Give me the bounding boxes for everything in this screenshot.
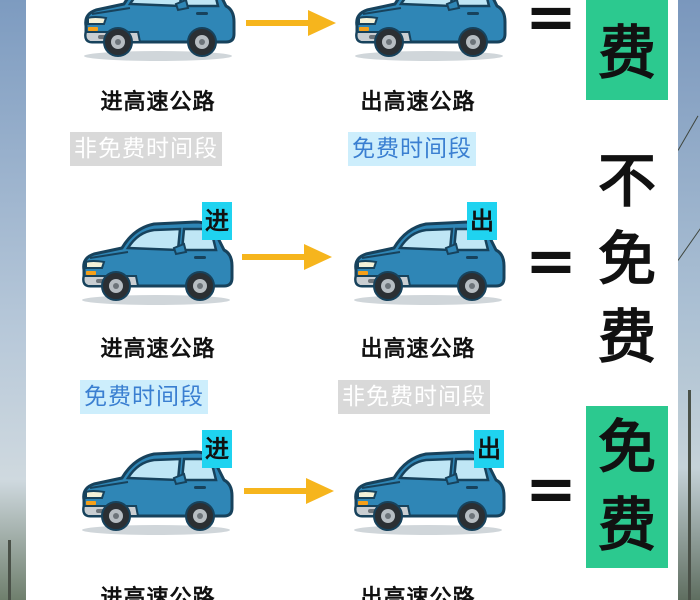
enter-highway-label: 进高速公路 — [100, 337, 216, 362]
right-arrow-icon — [246, 8, 336, 38]
car-icon — [78, 0, 238, 62]
right-arrow-icon — [242, 242, 332, 272]
equals-sign: = — [525, 0, 577, 53]
equals-sign: = — [525, 452, 577, 525]
equals-sign: = — [525, 224, 577, 297]
exit-highway-label: 出高速公路 — [360, 337, 476, 362]
result-char: 费 — [597, 491, 656, 559]
result-char: 不 — [597, 147, 656, 215]
scenario-row-2: 进 出 进高速公路 出高速公路 免费时间段 非免费时间段 = 不 免 费 — [26, 147, 678, 414]
content-card: 进高速公路 出高速公路 非免费时间段 免费时间段 = 费 进 — [26, 0, 678, 600]
result-box: 费 — [586, 0, 668, 100]
result-column: 不 免 费 — [586, 142, 668, 376]
car-icon — [76, 444, 236, 536]
result-char: 费 — [597, 303, 656, 371]
result-char: 免 — [597, 225, 656, 293]
exit-highway-label: 出高速公路 — [360, 586, 476, 600]
enter-highway-label: 进高速公路 — [100, 586, 216, 600]
enter-highway-label: 进高速公路 — [100, 90, 216, 115]
right-arrow-icon — [244, 476, 334, 506]
exit-tag: 出 — [474, 430, 504, 468]
utility-pole — [688, 390, 691, 600]
background-right-strip — [678, 0, 700, 600]
enter-tag: 进 — [202, 202, 232, 240]
enter-tag: 进 — [202, 430, 232, 468]
car-icon — [76, 214, 236, 306]
result-box: 免 费 — [586, 406, 668, 568]
exit-tag: 出 — [467, 202, 497, 240]
enter-period-badge: 免费时间段 — [80, 380, 208, 414]
exit-highway-label: 出高速公路 — [360, 90, 476, 115]
result-char: 费 — [597, 19, 656, 87]
exit-period-badge: 非免费时间段 — [338, 380, 490, 414]
enter-period-badge: 非免费时间段 — [70, 132, 222, 166]
scenario-row-3: 进 出 进高速公路 出高速公路 = 免 费 — [26, 406, 678, 600]
result-char: 免 — [597, 413, 656, 481]
car-icon — [349, 0, 509, 62]
utility-pole — [8, 540, 11, 600]
exit-period-badge: 免费时间段 — [348, 132, 476, 166]
car-icon — [348, 444, 508, 536]
background-left-strip — [0, 0, 26, 600]
scenario-row-1: 进高速公路 出高速公路 非免费时间段 免费时间段 = 费 — [26, 0, 678, 200]
car-icon — [348, 214, 508, 306]
